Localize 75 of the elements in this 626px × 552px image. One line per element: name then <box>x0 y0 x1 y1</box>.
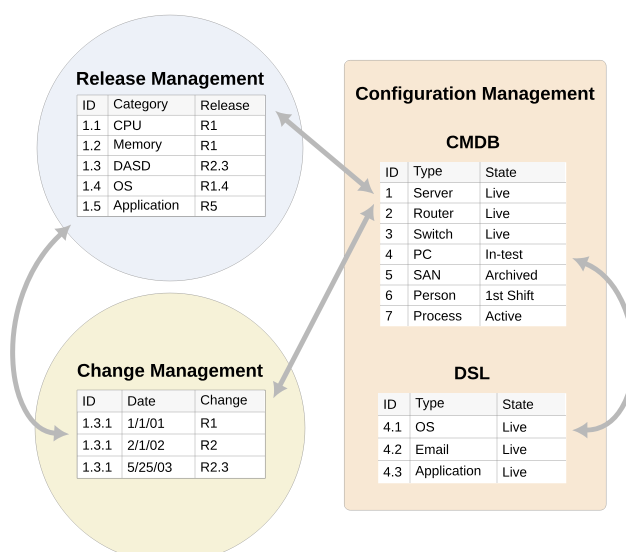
table-cell: ID <box>384 400 396 409</box>
table-cell: Live <box>503 444 526 454</box>
table-cell: 3 <box>386 229 392 239</box>
table-cell: R5 <box>201 201 217 211</box>
table-cell: OS <box>416 422 434 432</box>
table-cell: 5 <box>386 270 392 280</box>
table-cell: 4.3 <box>384 467 402 477</box>
table-cell: Memory <box>114 139 162 152</box>
table-cell: In-test <box>486 250 523 259</box>
table-cell: 1/1/01 <box>128 418 164 428</box>
table-cell: ID <box>386 168 398 177</box>
double-arrow <box>574 257 626 437</box>
table-cell: Live <box>503 422 526 432</box>
table-cell: Process <box>414 311 462 320</box>
table-cell: Archived <box>485 270 537 280</box>
table-cell: 7 <box>386 311 392 320</box>
table-cell: 1.3.1 <box>83 462 112 472</box>
table-cell: R2 <box>201 440 217 450</box>
table-cell: Date <box>128 396 156 406</box>
table-cell: DASD <box>114 160 150 170</box>
table-cell: 4 <box>386 250 392 259</box>
table-cell: Live <box>503 466 526 477</box>
table-cell: Switch <box>414 228 452 239</box>
table-cell: R2.3 <box>201 462 228 472</box>
table-cell: Type <box>416 398 444 410</box>
table-cell: Active <box>485 310 522 321</box>
table-cell: R1 <box>201 120 217 130</box>
table-cell: Application <box>415 466 480 478</box>
table-cell: 4.1 <box>384 422 402 432</box>
table-cell: 1.5 <box>83 201 100 211</box>
table-cell: Person <box>414 290 456 300</box>
table-cell: State <box>486 167 516 177</box>
table-cell: ID <box>83 100 96 110</box>
table-cell: 1.1 <box>83 120 100 130</box>
table-cell: Live <box>486 188 510 198</box>
table-cell: R1 <box>201 418 217 428</box>
table-cell: SAN <box>414 270 440 280</box>
table-cell: Server <box>414 188 453 198</box>
table-cell: 1.3 <box>83 160 100 170</box>
panel-title: Change Management <box>78 363 263 381</box>
table-cell: 1 <box>386 188 392 198</box>
double-arrow <box>10 226 70 440</box>
table-cell: Router <box>414 208 454 218</box>
table-cell: R1 <box>201 140 217 150</box>
table-cell: ID <box>83 396 96 406</box>
table-cell: 1.3.1 <box>83 440 112 450</box>
double-arrow <box>274 206 374 396</box>
table-cell: 1.4 <box>83 181 101 191</box>
table-cell: 2 <box>386 208 392 218</box>
table-cell: Category <box>114 99 168 112</box>
table-cell: 1.2 <box>83 140 100 150</box>
table-cell: Live <box>486 228 510 239</box>
panel-title: Release Management <box>77 71 264 89</box>
table-cell: Application <box>113 200 178 212</box>
table-cell: 6 <box>386 290 392 300</box>
table-cell: Release <box>201 100 250 110</box>
table-heading: CMDB <box>446 136 500 148</box>
table-cell: State <box>502 399 534 409</box>
panel-title: Configuration Management <box>356 86 595 104</box>
table-cell: 5/25/03 <box>128 462 172 472</box>
table-heading: DSL <box>455 366 490 380</box>
table-cell: PC <box>414 249 432 259</box>
table-cell: Email <box>416 444 448 454</box>
table-cell: OS <box>114 181 132 191</box>
table-cell: Live <box>486 208 510 218</box>
table-cell: 1.3.1 <box>83 418 112 428</box>
table-cell: 2/1/02 <box>128 440 164 450</box>
table-cell: 1st Shift <box>486 290 534 300</box>
table-cell: Change <box>200 394 247 408</box>
table-cell: R2.3 <box>201 160 228 170</box>
double-arrow <box>277 112 372 193</box>
table-cell: 4.2 <box>384 444 402 454</box>
table-cell: CPU <box>114 120 141 130</box>
table-cell: R1.4 <box>201 181 228 191</box>
table-cell: Type <box>414 166 442 178</box>
